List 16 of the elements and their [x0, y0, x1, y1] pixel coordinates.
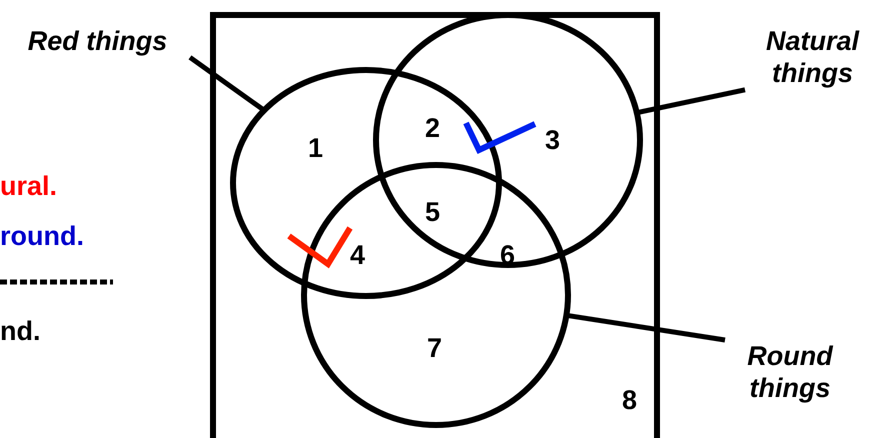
region-number: 3 [545, 127, 560, 154]
set-label: Natural things [745, 25, 880, 90]
set-label: Round things [725, 340, 855, 405]
sentence-fragment: ural. [0, 173, 58, 200]
region-number: 7 [427, 335, 442, 362]
set-label: Red things [5, 25, 190, 58]
region-number: 2 [425, 115, 440, 142]
leader-line [566, 312, 726, 342]
sentence-fragment: nd. [0, 318, 40, 345]
leader-line [636, 87, 746, 116]
leader-line [188, 55, 266, 112]
region-number: 4 [350, 242, 366, 269]
region-number: 8 [622, 387, 638, 414]
region-number: 1 [308, 135, 324, 162]
region-number: 5 [425, 199, 440, 226]
sentence-fragment: round. [0, 223, 84, 250]
